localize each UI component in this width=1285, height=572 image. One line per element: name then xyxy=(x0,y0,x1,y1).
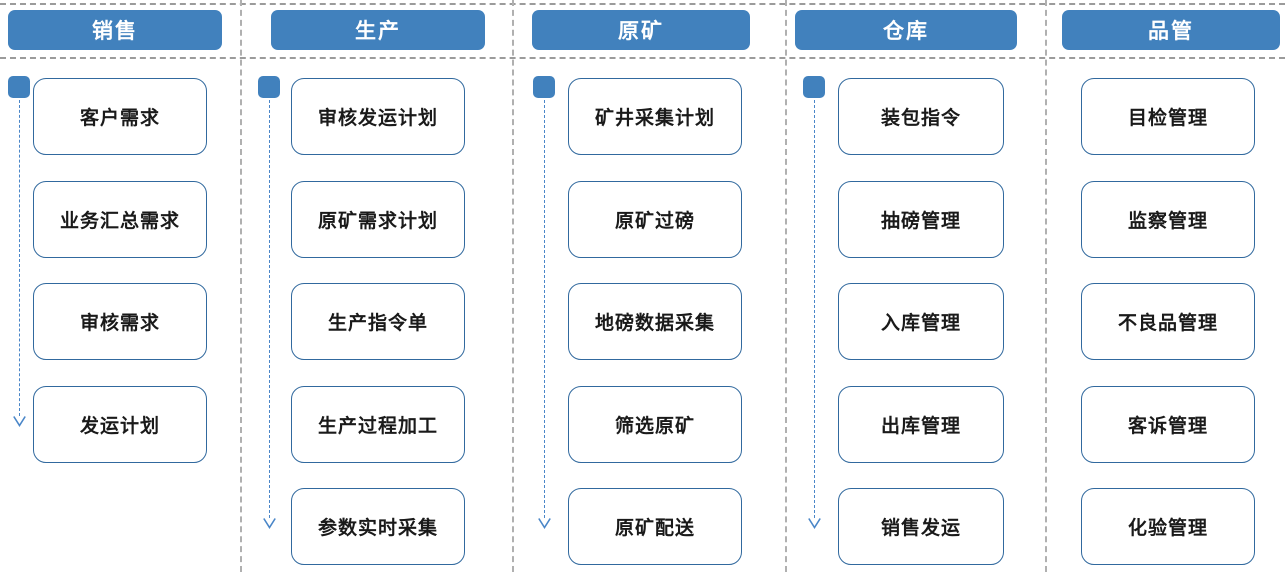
process-card[interactable]: 筛选原矿 xyxy=(568,385,742,463)
header-divider-line xyxy=(0,57,1285,59)
process-card[interactable]: 原矿过磅 xyxy=(568,180,742,258)
process-card[interactable]: 原矿需求计划 xyxy=(291,180,465,258)
flow-arrow-icon xyxy=(807,518,821,529)
start-marker-square[interactable] xyxy=(258,76,280,98)
process-card[interactable]: 地磅数据采集 xyxy=(568,283,742,360)
process-card[interactable]: 入库管理 xyxy=(838,283,1004,360)
process-card[interactable]: 装包指令 xyxy=(838,78,1004,155)
lane-divider xyxy=(240,0,242,572)
process-card[interactable]: 化验管理 xyxy=(1081,488,1255,565)
process-card[interactable]: 业务汇总需求 xyxy=(33,180,207,258)
flow-connector-line xyxy=(269,100,270,518)
process-card[interactable]: 矿井采集计划 xyxy=(568,78,742,155)
flow-connector-line xyxy=(814,100,815,518)
column-header-3[interactable]: 原矿 xyxy=(532,10,750,50)
process-card[interactable]: 参数实时采集 xyxy=(291,488,465,565)
start-marker-square[interactable] xyxy=(803,76,825,98)
process-card[interactable]: 原矿配送 xyxy=(568,488,742,565)
column-header-4[interactable]: 仓库 xyxy=(795,10,1017,50)
flow-connector-line xyxy=(19,100,20,416)
flow-connector-line xyxy=(544,100,545,518)
lane-divider xyxy=(1045,0,1047,572)
flow-arrow-icon xyxy=(262,518,276,529)
lane-divider xyxy=(785,0,787,572)
process-card[interactable]: 抽磅管理 xyxy=(838,180,1004,258)
process-card[interactable]: 监察管理 xyxy=(1081,180,1255,258)
start-marker-square[interactable] xyxy=(8,76,30,98)
lane-divider xyxy=(512,0,514,572)
process-card[interactable]: 客诉管理 xyxy=(1081,385,1255,463)
top-divider-line xyxy=(0,3,1285,5)
column-header-2[interactable]: 生产 xyxy=(271,10,485,50)
column-header-1[interactable]: 销售 xyxy=(8,10,222,50)
column-header-5[interactable]: 品管 xyxy=(1062,10,1280,50)
start-marker-square[interactable] xyxy=(533,76,555,98)
process-card[interactable]: 审核发运计划 xyxy=(291,78,465,155)
flow-arrow-icon xyxy=(12,415,26,427)
process-card[interactable]: 生产过程加工 xyxy=(291,385,465,463)
process-card[interactable]: 不良品管理 xyxy=(1081,283,1255,360)
process-card[interactable]: 目检管理 xyxy=(1081,78,1255,155)
process-card[interactable]: 客户需求 xyxy=(33,78,207,155)
flow-arrow-icon xyxy=(537,518,551,529)
process-card[interactable]: 出库管理 xyxy=(838,385,1004,463)
process-card[interactable]: 销售发运 xyxy=(838,488,1004,565)
process-card[interactable]: 发运计划 xyxy=(33,385,207,463)
process-card[interactable]: 生产指令单 xyxy=(291,283,465,360)
process-card[interactable]: 审核需求 xyxy=(33,283,207,360)
